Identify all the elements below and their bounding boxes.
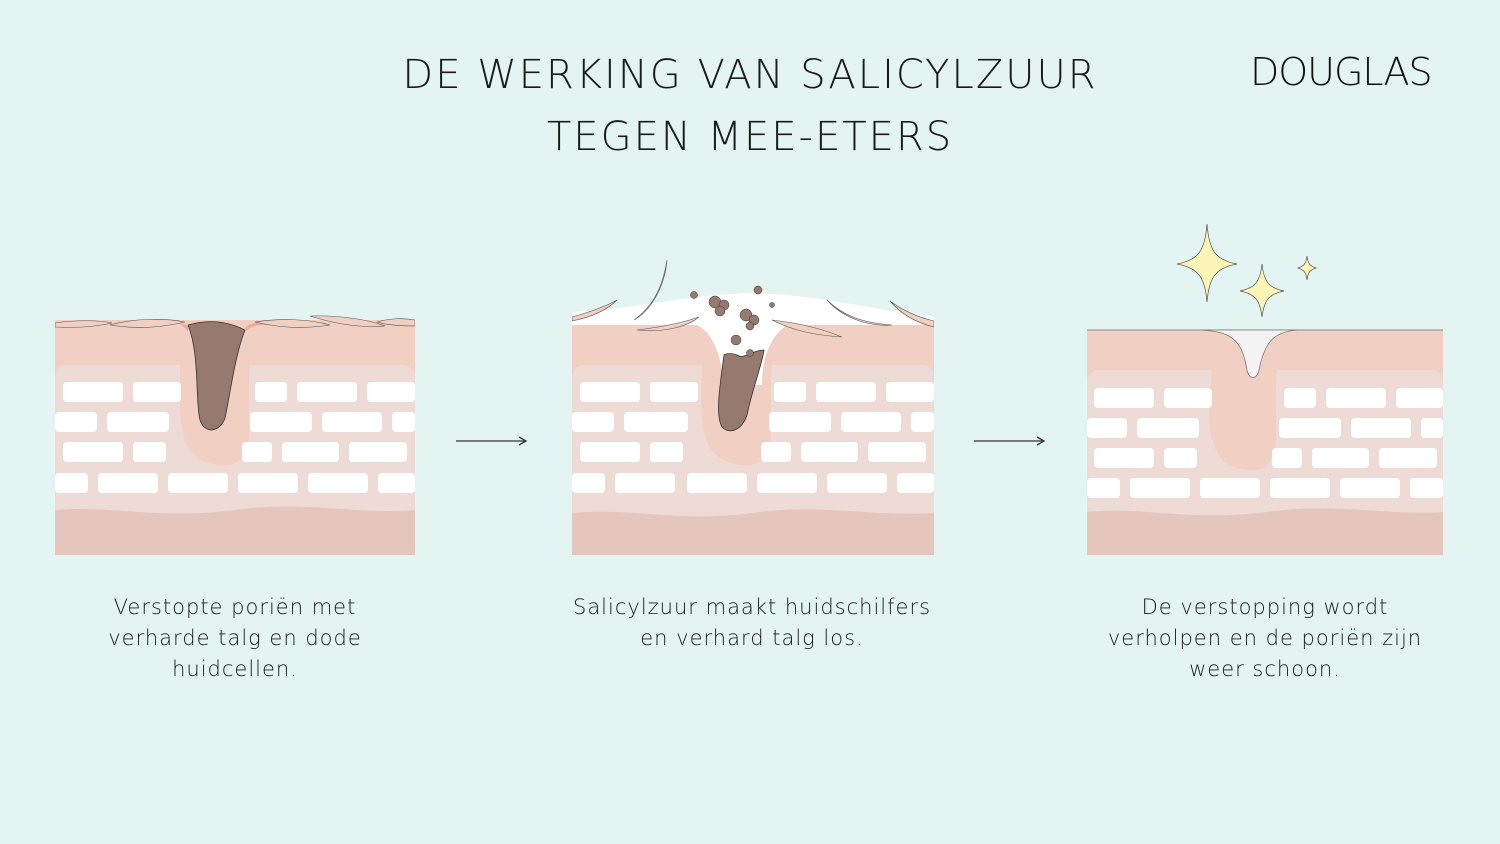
clean-pore-illustration (1087, 220, 1443, 555)
caption-line: en verhard talg los. (640, 626, 864, 650)
step-1-caption: Verstopte poriën met verharde talg en do… (55, 592, 415, 685)
caption-line: Salicylzuur maakt huidschilfers (572, 595, 932, 619)
title-line-2: TEGEN MEE-ETERS (546, 114, 954, 160)
step-2-caption: Salicylzuur maakt huidschilfers en verha… (552, 592, 952, 654)
caption-line: De verstopping wordt (1141, 595, 1389, 619)
exfoliating-pore-illustration (572, 255, 934, 555)
page-title: DE WERKING VAN SALICYLZUUR TEGEN MEE-ETE… (0, 44, 1500, 168)
caption-line: huidcellen. (172, 657, 298, 681)
title-line-1: DE WERKING VAN SALICYLZUUR (402, 52, 1098, 98)
caption-line: Verstopte poriën met (113, 595, 357, 619)
douglas-logo: DOUGLAS (1250, 50, 1433, 94)
arrow-right-icon (974, 433, 1046, 454)
sparkle-icon (1176, 223, 1318, 318)
caption-line: verholpen en de poriën zijn (1107, 626, 1423, 650)
caption-line: weer schoon. (1189, 657, 1341, 681)
arrow-right-icon (456, 433, 528, 454)
caption-line: verharde talg en dode (108, 626, 362, 650)
clogged-pore-illustration (55, 300, 415, 555)
step-3-caption: De verstopping wordt verholpen en de por… (1075, 592, 1455, 685)
